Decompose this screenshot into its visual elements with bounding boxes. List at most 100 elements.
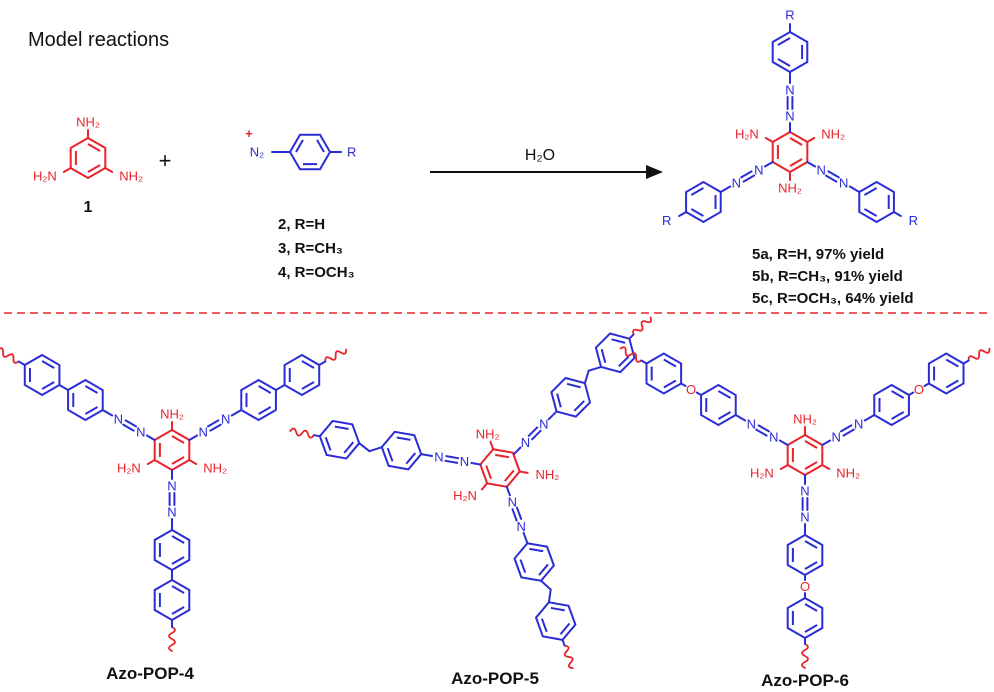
benzene-ring — [786, 434, 824, 476]
bond — [101, 409, 114, 417]
bond — [230, 409, 243, 417]
bond — [489, 440, 495, 451]
bond — [734, 414, 747, 422]
bond — [368, 446, 383, 453]
benzene-ring — [15, 349, 70, 401]
bond — [188, 434, 199, 441]
azo-pop-4-label: Azo-POP-4 — [106, 664, 194, 683]
atom-N2: N₂ — [250, 145, 264, 160]
atom-N: N — [732, 176, 741, 191]
bond — [587, 365, 603, 372]
atom-N: N — [817, 163, 826, 178]
atom-H2N: H₂N — [750, 466, 774, 481]
bond — [318, 360, 327, 366]
polymer-link-squiggle — [632, 316, 652, 336]
polymer-link-squiggle — [619, 346, 643, 363]
atom-N: N — [199, 425, 208, 440]
bond — [145, 434, 156, 441]
atom-NH2: NH₂ — [793, 412, 817, 427]
atom-O: O — [800, 579, 810, 594]
diazonium-salt: + N₂ R — [245, 126, 356, 171]
benzene-ring — [919, 347, 974, 400]
atom-NH2: NH₂ — [836, 466, 860, 481]
atom-N: N — [508, 494, 517, 509]
bond — [470, 462, 482, 466]
atom-N: N — [460, 454, 469, 469]
compound-1-label: 1 — [84, 199, 93, 216]
bond — [628, 333, 635, 340]
bond — [444, 459, 459, 464]
bond — [827, 170, 840, 179]
benzene-ring — [153, 579, 191, 621]
bond — [825, 174, 838, 183]
plus-sign: + — [159, 148, 172, 173]
atom-N: N — [769, 430, 778, 445]
atom-N: N — [517, 519, 526, 534]
benzene-ring — [691, 379, 746, 431]
bond — [17, 360, 26, 366]
bond — [678, 211, 688, 217]
bond — [757, 424, 770, 433]
atom-R: R — [347, 145, 356, 160]
azo-pop-6-label: Azo-POP-6 — [761, 671, 849, 690]
benzene-ring — [377, 429, 426, 473]
bond — [104, 167, 114, 173]
positive-charge: + — [245, 126, 253, 141]
bond — [848, 185, 861, 193]
atom-NH2: NH₂ — [76, 115, 100, 130]
atom-N: N — [754, 163, 763, 178]
atom-H2N: H₂N — [117, 461, 141, 476]
bond — [763, 161, 774, 168]
atom-NH2: NH₂ — [160, 407, 184, 422]
bond — [513, 446, 522, 455]
atom-N: N — [539, 417, 548, 432]
atom-R: R — [909, 213, 918, 228]
bond — [312, 434, 321, 438]
bond — [58, 384, 70, 391]
bond — [778, 439, 789, 446]
atom-N: N — [785, 109, 794, 124]
benzene-ring — [153, 429, 191, 471]
atom-H2N: H₂N — [735, 127, 759, 142]
benzene-ring — [69, 137, 107, 179]
polymer-link-squiggle — [289, 427, 315, 439]
bond — [892, 211, 902, 217]
polymer-link-squiggle — [168, 626, 176, 652]
bond — [962, 359, 970, 365]
bond — [481, 482, 489, 491]
bond — [274, 384, 286, 391]
bond — [531, 429, 542, 441]
bond — [511, 508, 518, 522]
benzene-ring — [864, 379, 919, 431]
reagent-label: H₂O — [525, 147, 555, 164]
bond — [207, 419, 220, 428]
bond — [518, 470, 529, 474]
variant-3-label: 3, R=CH₃ — [278, 240, 343, 257]
benzene-ring — [786, 597, 824, 639]
bond — [505, 485, 511, 497]
bond — [821, 439, 832, 446]
bond — [124, 419, 137, 428]
benzene-ring — [676, 176, 731, 228]
bond — [640, 359, 648, 365]
atom-N: N — [167, 479, 176, 494]
atom-NH2: NH₂ — [821, 127, 845, 142]
bond — [188, 459, 198, 465]
bond — [583, 369, 590, 385]
atom-NH2: NH₂ — [778, 181, 802, 196]
bond — [863, 414, 876, 422]
benzene-ring — [531, 595, 580, 647]
polymer-link-squiggle — [324, 348, 347, 363]
bond — [907, 391, 915, 396]
benzene-ring — [274, 349, 329, 401]
atom-N: N — [114, 412, 123, 427]
benzene-ring — [510, 536, 559, 588]
variant-4-label: 4, R=OCH₃ — [278, 264, 355, 281]
bond — [764, 137, 774, 143]
atom-H2N: H₂N — [33, 169, 57, 184]
